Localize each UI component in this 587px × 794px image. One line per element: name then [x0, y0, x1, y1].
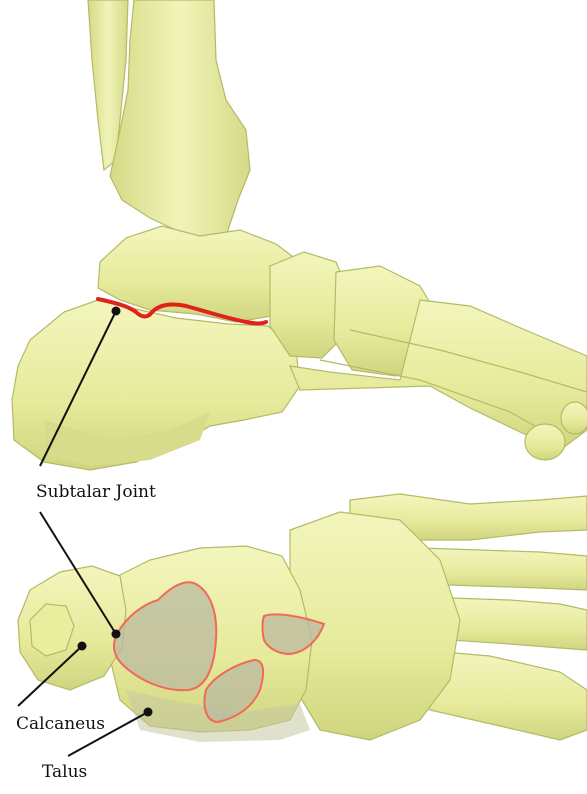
subtalar-joint-label: Subtalar Joint	[36, 484, 156, 501]
subtalar-marker-bottom	[112, 630, 121, 639]
talus-marker	[144, 708, 153, 717]
toe-joint-bone-2	[561, 402, 587, 434]
calcaneus-label: Calcaneus	[16, 716, 105, 733]
lateral-foot-view	[12, 0, 587, 470]
calcaneus-marker	[78, 642, 87, 651]
talus-label: Talus	[42, 764, 87, 781]
toe-joint-bone	[525, 424, 565, 460]
subtalar-marker-top	[112, 307, 121, 316]
metatarsal-low-bone	[450, 598, 587, 650]
tibia-bone	[110, 0, 250, 248]
